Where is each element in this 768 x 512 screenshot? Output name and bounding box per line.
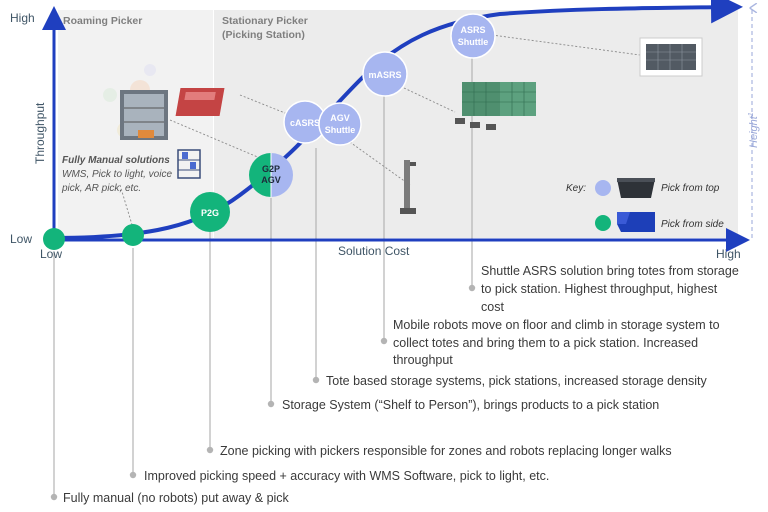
legend-side-label: Pick from side [661, 219, 724, 230]
open-tote-icon [617, 178, 655, 198]
svg-text:Fully manual (no robots) put a: Fully manual (no robots) put away & pick [63, 491, 290, 505]
wms-dot [122, 224, 144, 246]
shuttle-warehouse-image [639, 37, 703, 77]
legend: Key: Pick from top Pick from side [566, 178, 724, 232]
svg-text:collect totes and bring them t: collect totes and bring them to a pick s… [393, 336, 698, 350]
node-g2p-agv: G2P AGV [249, 153, 293, 197]
svg-text:Mobile robots move on floor an: Mobile robots move on floor and climb in… [393, 318, 720, 332]
legend-title: Key: [566, 183, 586, 194]
y-axis-title: Throughput [33, 102, 47, 164]
svg-text:AGV: AGV [261, 175, 281, 185]
node-asrs-shuttle: ASRS Shuttle [450, 13, 496, 59]
grid-storage-image [455, 82, 536, 130]
svg-text:cASRS: cASRS [290, 118, 320, 128]
node-p2g: P2G [190, 192, 230, 232]
svg-text:throughput: throughput [393, 353, 453, 367]
y-axis-low-label: Low [10, 232, 32, 246]
manual-solutions-note: Fully Manual solutions WMS, Pick to ligh… [61, 155, 175, 194]
svg-text:Improved picking speed + accur: Improved picking speed + accuracy with W… [144, 469, 549, 483]
svg-text:Storage System (“Shelf to Pers: Storage System (“Shelf to Person”), brin… [282, 398, 659, 412]
x-axis-low-label: Low [40, 247, 62, 261]
stationary-zone-label: Stationary Picker [222, 15, 308, 27]
node-agv-shuttle: AGV Shuttle [318, 102, 362, 146]
svg-text:P2G: P2G [201, 208, 219, 218]
storage-rack-robot-image [120, 90, 168, 140]
svg-text:Tote based storage systems, pi: Tote based storage systems, pick station… [326, 374, 707, 388]
fully-manual-dot [43, 228, 65, 250]
description-tote-storage: Tote based storage systems, pick station… [312, 374, 707, 388]
description-mobile-robots: Mobile robots move on floor and climb in… [380, 318, 720, 367]
description-zone-picking: Zone picking with pickers responsible fo… [206, 444, 672, 458]
legend-top-dot [595, 180, 611, 196]
stationary-zone-sublabel: (Picking Station) [222, 29, 305, 41]
x-axis-high-label: High [716, 247, 741, 261]
legend-top-label: Pick from top [661, 183, 720, 194]
description-shelf-to-person: Storage System (“Shelf to Person”), brin… [267, 398, 659, 412]
image-pointers [119, 34, 641, 229]
svg-text:mASRS: mASRS [368, 70, 401, 80]
description-shuttle-asrs: Shuttle ASRS solution bring totes from s… [468, 264, 739, 314]
y-axis-high-label: High [10, 11, 35, 25]
svg-text:G2P: G2P [262, 164, 280, 174]
svg-text:AGV: AGV [330, 113, 350, 123]
svg-text:cost: cost [481, 300, 504, 314]
side-open-bin-icon [617, 212, 655, 232]
svg-text:ASRS: ASRS [460, 25, 485, 35]
pick-cart-image [177, 149, 201, 179]
node-masrs: mASRS [362, 51, 408, 97]
height-axis-title: Height1 [748, 112, 760, 148]
svg-text:to pick station. Highest throu: to pick station. Highest throughput, hig… [481, 282, 718, 296]
description-fully-manual: Fully manual (no robots) put away & pick [50, 491, 290, 505]
legend-side-dot [595, 215, 611, 231]
svg-text:Zone picking with pickers resp: Zone picking with pickers responsible fo… [220, 444, 672, 458]
svg-text:Shuttle ASRS solution bring to: Shuttle ASRS solution bring totes from s… [481, 264, 739, 278]
svg-text:Shuttle: Shuttle [325, 125, 356, 135]
roaming-zone-label: Roaming Picker [63, 15, 142, 27]
agv-lift-image [400, 160, 416, 214]
svg-text:Shuttle: Shuttle [458, 37, 489, 47]
x-axis-title: Solution Cost [338, 244, 410, 258]
mobile-robot-image [175, 88, 225, 116]
description-wms-software: Improved picking speed + accuracy with W… [129, 469, 549, 483]
